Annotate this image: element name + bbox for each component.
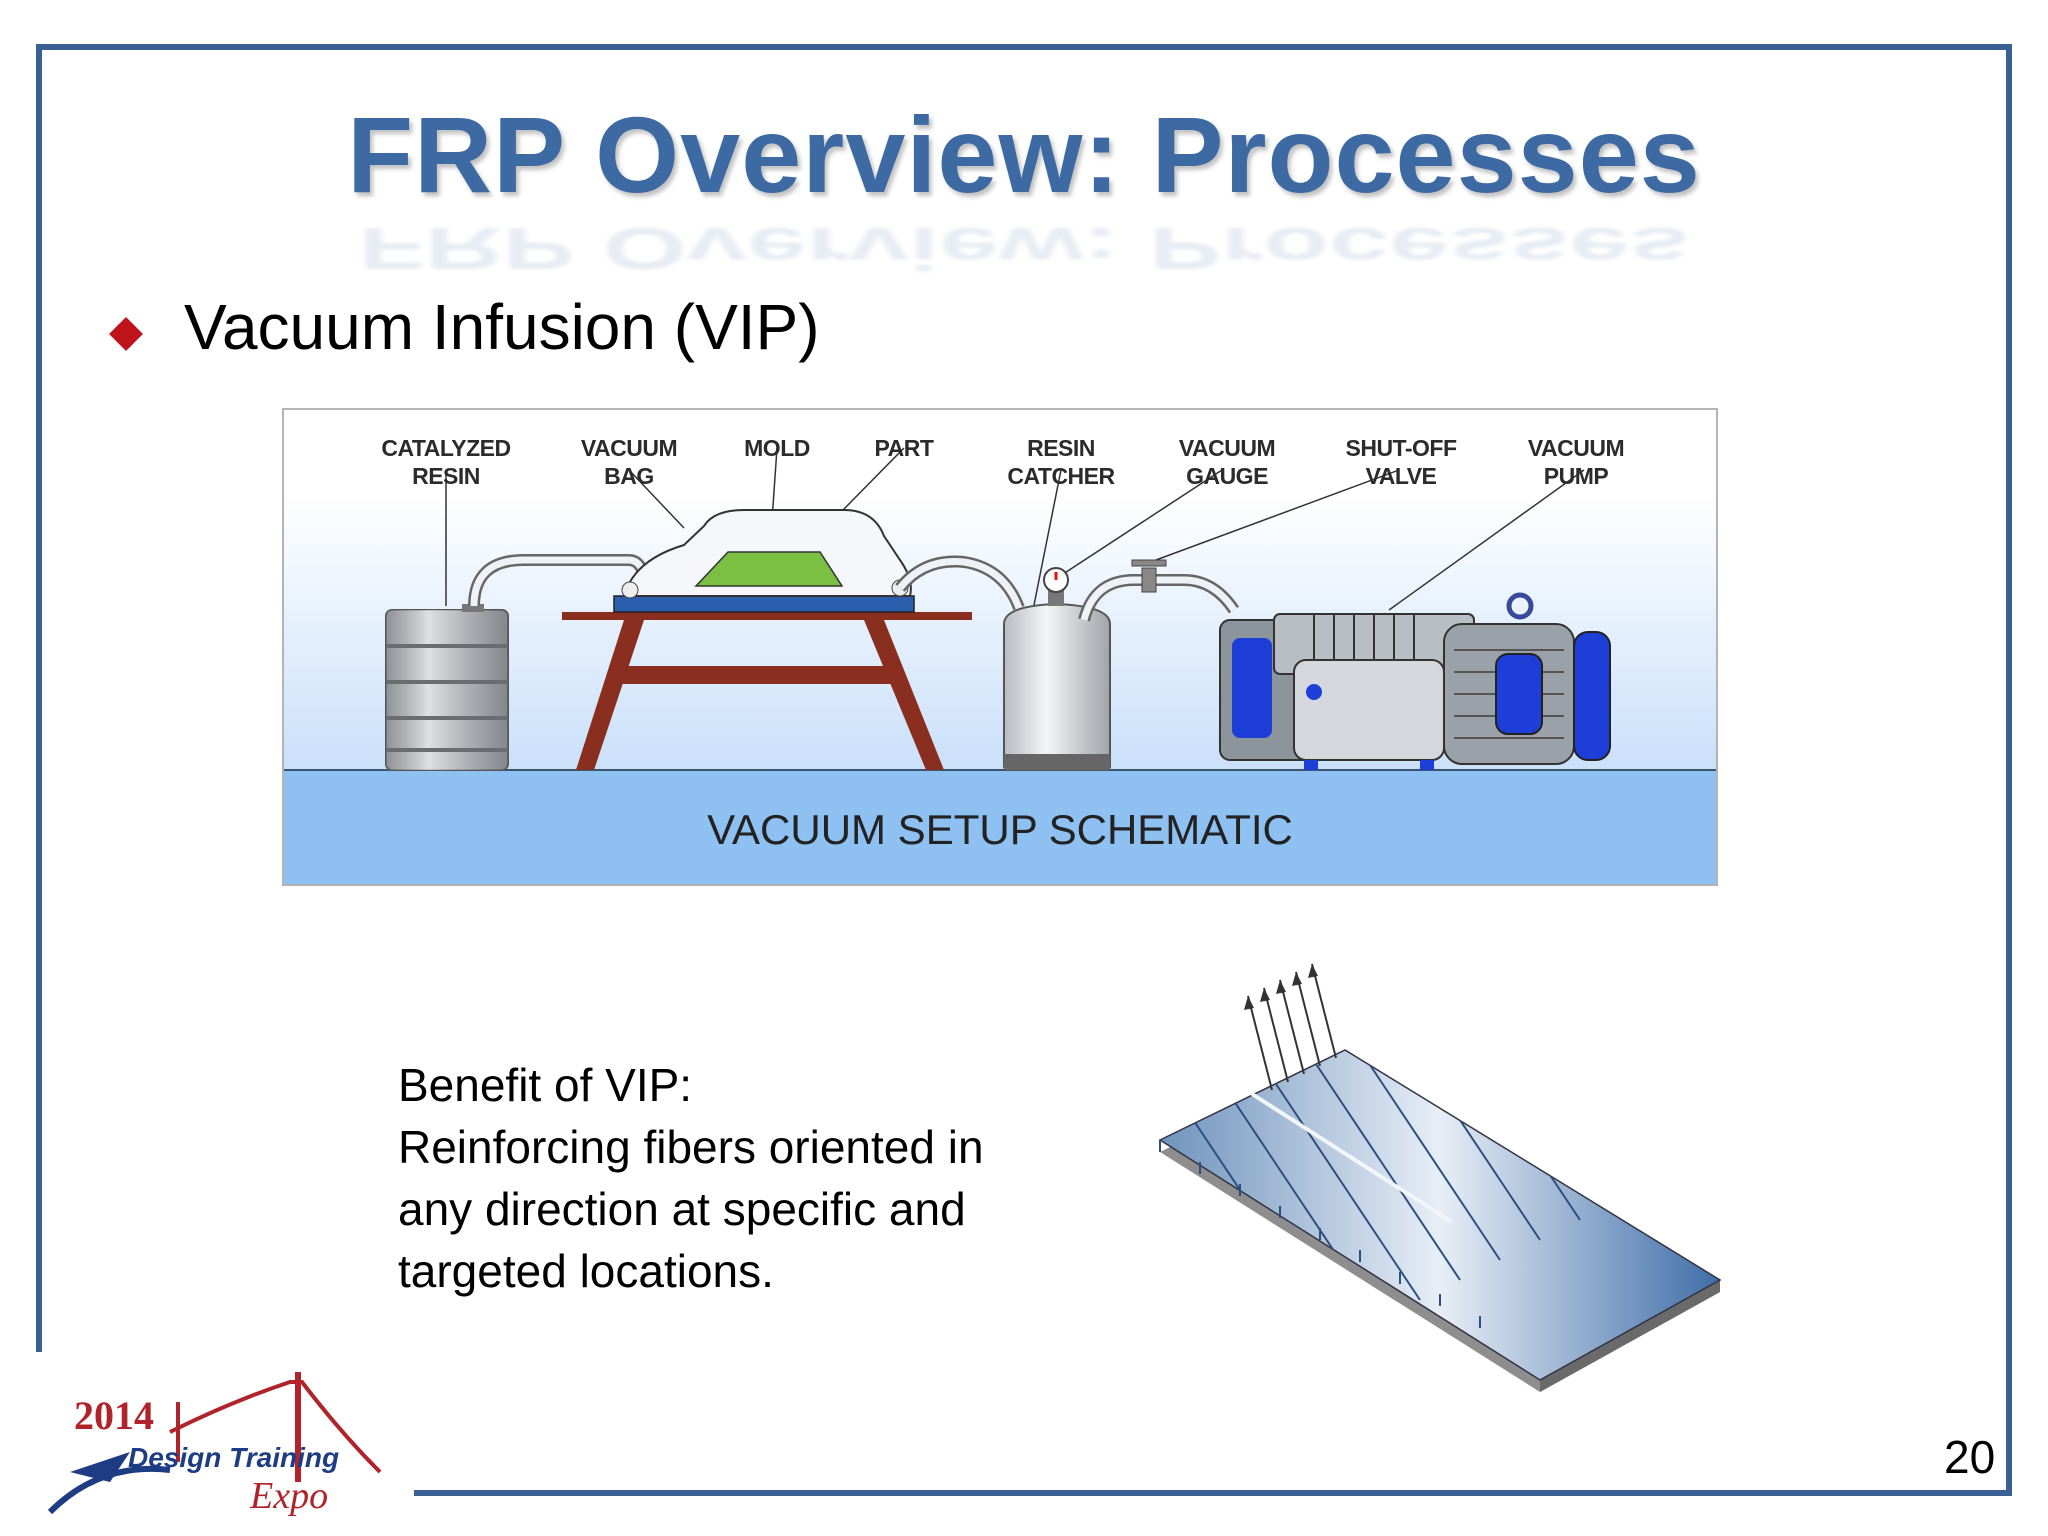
table xyxy=(562,612,972,770)
label-resin-catcher: RESIN CATCHER xyxy=(1007,435,1115,489)
design-training-expo-logo: 2014 Design Training Expo xyxy=(40,1362,400,1522)
schematic-caption: VACUUM SETUP SCHEMATIC xyxy=(707,806,1293,853)
slide-title: FRP Overview: Processes xyxy=(347,94,1701,215)
mold-and-bag xyxy=(613,509,915,613)
bullet-text: Vacuum Infusion (VIP) xyxy=(184,291,820,363)
schematic-drawing xyxy=(284,447,1716,884)
fiber-laminate-illustration xyxy=(1158,963,1722,1392)
label-vacuum-pump: VACUUM PUMP xyxy=(1527,435,1625,489)
logo-expo: Expo xyxy=(250,1475,329,1517)
slide-frame-bottom xyxy=(414,1490,2012,1496)
logo-name: Design Training xyxy=(128,1442,340,1473)
benefit-line: targeted locations. xyxy=(398,1245,774,1297)
logo-year: 2014 xyxy=(74,1393,154,1438)
resin-barrel xyxy=(385,604,509,771)
label-vacuum-bag: VACUUM BAG xyxy=(580,435,678,489)
label-part: PART xyxy=(874,435,934,461)
vacuum-pump-machine xyxy=(1219,592,1611,770)
shut-off-valve-part xyxy=(1131,559,1167,593)
label-vacuum-gauge: VACUUM GAUGE xyxy=(1178,435,1276,489)
slide-frame-right xyxy=(2006,44,2012,1496)
diamond-bullet-icon xyxy=(109,317,143,351)
benefit-line: Reinforcing fibers oriented in xyxy=(398,1121,984,1173)
label-catalyzed-resin: CATALYZED RESIN xyxy=(381,435,511,489)
slide-frame-left xyxy=(36,44,42,1352)
floor-band xyxy=(284,770,1716,884)
label-mold: MOLD xyxy=(744,435,810,461)
page-number: 20 xyxy=(1944,1431,1996,1483)
leader-lines xyxy=(445,447,1585,616)
slide-frame-top xyxy=(36,44,2012,50)
resin-catcher-tank xyxy=(1003,567,1111,771)
benefit-line: Benefit of VIP: xyxy=(398,1059,693,1111)
benefit-line: any direction at specific and xyxy=(398,1183,966,1235)
bridge-logo-icon xyxy=(47,1372,382,1515)
label-shut-off-valve: SHUT-OFF VALVE xyxy=(1345,435,1458,489)
vacuum-setup-schematic: CATALYZED RESIN VACUUM BAG MOLD PART RES… xyxy=(282,408,1718,886)
benefit-text: Benefit of VIP: Reinforcing fibers orien… xyxy=(398,1054,984,1302)
slide-title-reflection: FRP Overview: Processes xyxy=(358,215,1690,282)
